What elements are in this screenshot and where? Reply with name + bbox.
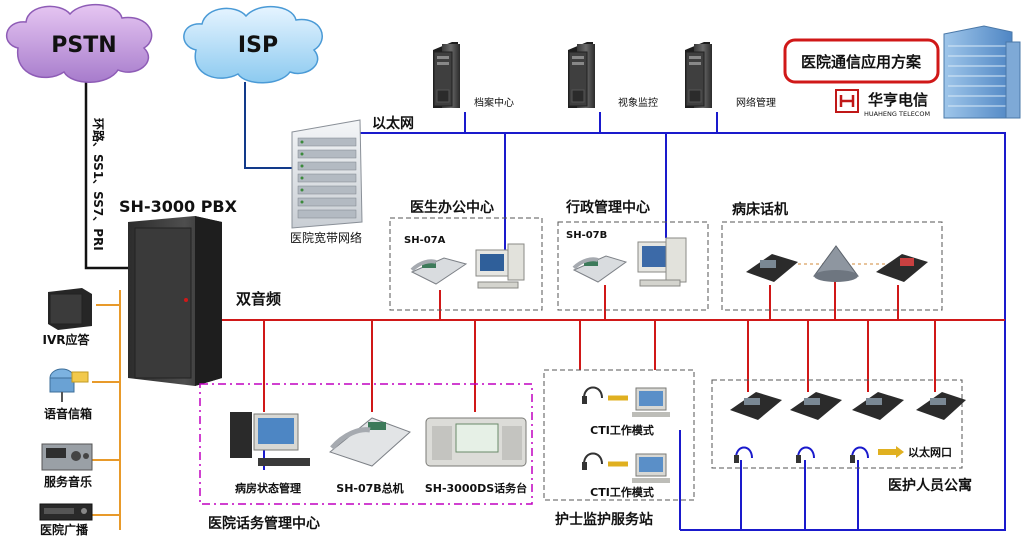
server-network: 网络管理 [685, 42, 776, 109]
admin-center-group: 行政管理中心 SH-07B [557, 199, 709, 311]
server-video: 视象监控 [568, 42, 658, 109]
nurse-station-title: 护士监护服务站 [555, 511, 653, 528]
cti-workstation-2: CTI工作模式 [582, 452, 670, 499]
operator-phone-label: SH-07B总机 [336, 481, 403, 495]
cti-workstation-1: CTI工作模式 [582, 386, 670, 437]
doctor-office-model: SH-07A [404, 235, 446, 246]
solution-title: 医院通信应用方案 [801, 53, 922, 71]
amplifier-icon [39, 503, 93, 521]
voicemail-label: 语音信箱 [44, 406, 92, 421]
dorm-phone-icon [730, 392, 782, 420]
broadcast-label: 医院广播 [40, 522, 89, 537]
broadcast-device: 医院广播 [39, 503, 93, 537]
server-archive: 档案中心 [433, 42, 514, 109]
cti-mode-label-1: CTI工作模式 [590, 423, 654, 437]
headset-icon [582, 452, 603, 470]
server-video-label: 视象监控 [618, 96, 658, 109]
pstn-link-label: 环路、SS1、SS7、PRI [91, 118, 106, 251]
voicemail-device: 语音信箱 [44, 368, 92, 421]
doctor-office-title: 医生办公中心 [410, 199, 494, 216]
pbx-title: SH-3000 PBX [119, 197, 238, 216]
music-player-icon [41, 443, 93, 471]
desktop-computer-icon [637, 237, 687, 287]
pstn-cloud: PSTN [5, 3, 153, 83]
pbx-cabinet: SH-3000 PBX [119, 197, 238, 386]
desk-phone-icon [410, 257, 468, 285]
bedside-title: 病床话机 [732, 201, 788, 218]
pstn-label: PSTN [51, 33, 116, 58]
isp-label: ISP [238, 33, 278, 58]
headset-icon [582, 386, 603, 404]
dual-tone-label: 双音频 [236, 290, 281, 308]
desktop-computer-icon [475, 243, 525, 289]
server-icon [433, 51, 453, 107]
nurse-station-group: 护士监护服务站 CTI工作模式 [543, 369, 695, 528]
voice-bus [220, 263, 1005, 412]
server-icon [685, 51, 705, 107]
admin-center-title: 行政管理中心 [565, 199, 650, 216]
dorm-phone-icon [790, 392, 842, 420]
operator-center-group: 医院话务管理中心 病房状态管理 SH-07B总机 SH-3000DS话务台 [199, 383, 533, 532]
bedside-phone-icon [746, 254, 798, 282]
conference-phone-icon [813, 245, 859, 282]
ethernet-port-label: 以太网口 [908, 445, 952, 459]
console-label: SH-3000DS话务台 [425, 481, 527, 495]
computer-icon [632, 453, 670, 483]
left-device-bus [92, 290, 121, 530]
company-name-en: HUAHENG TELECOM [864, 110, 930, 118]
dorm-phone-icon [916, 392, 966, 420]
admin-center-model: SH-07B [566, 230, 607, 241]
desk-phone-icon [572, 255, 628, 283]
company-name-cn: 华亨电信 [868, 91, 928, 109]
operator-center-title: 医院话务管理中心 [208, 515, 320, 532]
broadband-rack: 医院宽带网络 [290, 119, 363, 245]
hospital-building-icon [943, 25, 1021, 119]
operator-phone-icon [328, 417, 411, 467]
cti-mode-label-2: CTI工作模式 [590, 485, 654, 499]
ivr-label: IVR应答 [43, 332, 91, 347]
mailbox-icon [49, 368, 89, 402]
bedside-group: 病床话机 [721, 201, 943, 311]
doctor-office-group: 医生办公中心 SH-07A [389, 199, 543, 311]
brand-block: 医院通信应用方案 华亨电信 HUAHENG TELECOM [783, 25, 1021, 119]
dorm-phone-icon [852, 392, 904, 420]
computer-icon [632, 387, 670, 417]
pstn-trunk-line [84, 78, 128, 270]
headset-icon [850, 446, 869, 463]
ethernet-backbone [263, 112, 1006, 531]
staff-dorm-title: 医护人员公寓 [888, 477, 972, 494]
ethernet-label: 以太网 [372, 115, 414, 132]
broadband-label: 医院宽带网络 [290, 230, 362, 245]
music-device: 服务音乐 [41, 443, 93, 489]
isp-link-line [244, 82, 292, 169]
ward-status-label: 病房状态管理 [235, 481, 301, 495]
ward-status-computer-icon [230, 412, 310, 466]
headset-icon [796, 446, 815, 463]
console-icon [425, 417, 527, 467]
isp-cloud: ISP [183, 5, 323, 84]
solution-title-box [783, 38, 940, 84]
huaheng-logo [835, 89, 859, 113]
ivr-device: IVR应答 [43, 288, 92, 347]
bedside-phone-icon [876, 254, 928, 282]
server-network-label: 网络管理 [736, 96, 776, 109]
server-icon [568, 51, 588, 107]
music-label: 服务音乐 [44, 474, 92, 489]
headset-icon [734, 446, 753, 463]
server-archive-label: 档案中心 [474, 96, 514, 109]
staff-dorm-group: 医护人员公寓 以太网口 [711, 379, 972, 494]
